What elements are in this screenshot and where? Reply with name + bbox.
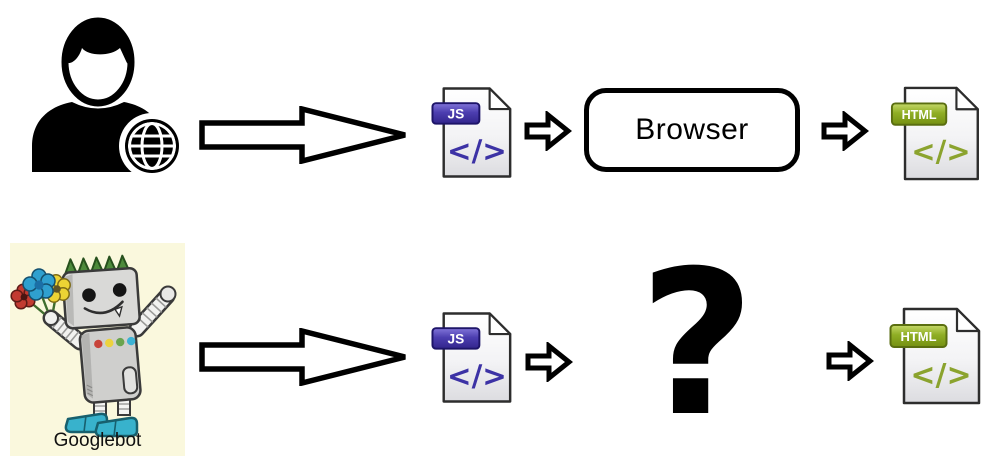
googlebot-left-hand (43, 310, 59, 326)
page-fold (955, 86, 979, 111)
flow-arrow-small (826, 341, 874, 381)
eye-right (112, 283, 127, 297)
user-with-globe-icon (32, 17, 182, 176)
googlebot-body (78, 326, 142, 404)
html-file-icon: HTML </> (889, 307, 981, 405)
flow-arrow-big (199, 106, 406, 164)
chest-dot-green (116, 337, 125, 347)
page-fold (488, 87, 512, 111)
html-badge-label: HTML (902, 108, 937, 122)
js-badge-label: JS (448, 331, 465, 346)
js-file-icon: JS </> (431, 87, 512, 178)
user-hair (66, 20, 131, 65)
js-badge (431, 327, 481, 350)
page-fold (955, 307, 981, 333)
code-glyph: </> (910, 358, 971, 393)
flow-arrow-big (199, 328, 406, 386)
code-glyph: </> (911, 135, 970, 169)
chest-dot-red (94, 339, 103, 349)
body-handle (121, 366, 139, 395)
question-mark: ? (638, 228, 755, 456)
googlebot-right-hand (159, 285, 177, 303)
smile (83, 300, 124, 315)
page-fold (488, 312, 512, 336)
html-badge (890, 102, 948, 126)
globe-grid (128, 122, 176, 170)
flow-arrow-small (821, 111, 869, 151)
flow-arrow-small (525, 342, 573, 382)
html-file-icon: HTML </> (890, 86, 979, 181)
browser-label: Browser (635, 113, 749, 146)
fang (113, 305, 123, 318)
flower-blue (22, 268, 56, 301)
chest-dot-yellow (105, 338, 114, 348)
code-glyph: </> (447, 134, 507, 168)
js-file-icon: JS </> (431, 312, 512, 403)
html-badge-label: HTML (900, 329, 936, 344)
googlebot-image: Googlebot (10, 243, 185, 456)
googlebot-caption: Googlebot (53, 430, 142, 451)
googlebot-head (61, 254, 141, 330)
chest-dot-blue (126, 336, 136, 346)
code-glyph: </> (447, 359, 507, 393)
eye-left (82, 288, 96, 302)
googlebot-shoes (64, 412, 139, 438)
html-badge (889, 324, 948, 348)
googlebot-flowers (10, 268, 71, 326)
flow-arrow-small (524, 111, 572, 151)
googlebot-illustration (10, 243, 185, 456)
browser-box: Browser (584, 88, 800, 172)
js-badge (431, 102, 481, 125)
js-badge-label: JS (448, 106, 465, 121)
